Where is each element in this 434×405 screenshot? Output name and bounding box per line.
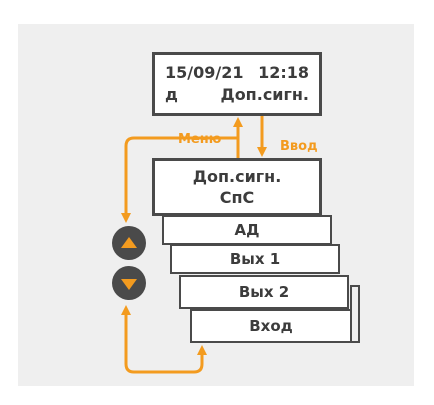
stack-edge-line-outer xyxy=(358,285,360,343)
menu-item-vyh2[interactable]: Вых 2 xyxy=(179,275,349,309)
stack-edge-line xyxy=(350,285,352,325)
display-date: 15/09/21 xyxy=(165,63,244,82)
menu-item-selected-line2: СпС xyxy=(219,188,255,207)
triangle-down-icon xyxy=(121,278,137,290)
down-button[interactable] xyxy=(112,266,146,300)
triangle-up-icon xyxy=(121,236,137,248)
menu-item-ad[interactable]: АД xyxy=(162,215,332,245)
up-button[interactable] xyxy=(112,226,146,260)
menu-item-vhod[interactable]: Вход xyxy=(190,309,352,343)
display-time: 12:18 xyxy=(258,63,309,82)
display-mode: д xyxy=(165,85,178,104)
menu-item-selected[interactable]: Доп.сигн. СпС xyxy=(152,158,322,216)
stack-edge-bottom xyxy=(350,341,360,343)
menu-item-selected-line1: Доп.сигн. xyxy=(192,167,282,186)
display-screen-name: Доп.сигн. xyxy=(220,85,309,104)
status-display: 15/09/21 12:18 д Доп.сигн. xyxy=(152,52,322,116)
stack-edge-tick xyxy=(350,285,360,287)
enter-label: Ввод xyxy=(280,139,318,154)
menu-label: Меню xyxy=(178,132,222,147)
menu-item-vyh1[interactable]: Вых 1 xyxy=(170,244,340,274)
